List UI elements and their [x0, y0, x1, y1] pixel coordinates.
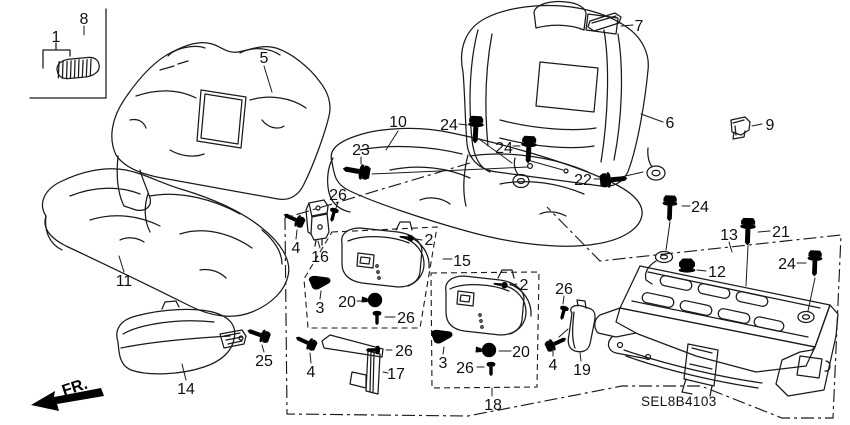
- callout-26-e[interactable]: 26: [555, 281, 573, 298]
- callout-8[interactable]: 8: [80, 11, 89, 28]
- callout-23[interactable]: 23: [352, 142, 370, 159]
- fr-arrow-icon: [31, 388, 104, 411]
- callout-11[interactable]: 11: [116, 273, 133, 290]
- callout-17[interactable]: 17: [387, 366, 405, 383]
- callout-6[interactable]: 6: [666, 115, 675, 132]
- callout-16[interactable]: 16: [311, 249, 329, 266]
- callout-24-d[interactable]: 24: [778, 256, 796, 273]
- part-7-trim-strip: [587, 12, 622, 32]
- part-3-hook-a: [308, 273, 332, 291]
- part-1-spring-clip-set: [31, 42, 100, 89]
- part-12-nut: [678, 258, 696, 273]
- callout-26-b[interactable]: 26: [397, 310, 415, 327]
- callout-26-c[interactable]: 26: [395, 343, 413, 360]
- callout-5[interactable]: 5: [260, 50, 269, 67]
- callout-4-b[interactable]: 4: [307, 364, 316, 381]
- part-24-bolt-b: [520, 135, 538, 164]
- part-8-clip: [75, 34, 96, 54]
- part-13-seat-frame: [594, 250, 839, 397]
- part-19-pad: [567, 299, 596, 353]
- callout-24-b[interactable]: 24: [495, 140, 513, 157]
- part-24-bolt-c: [661, 195, 678, 222]
- callout-9[interactable]: 9: [766, 117, 775, 134]
- leader-lines: [83, 24, 816, 397]
- part-17-bracket-plate: [321, 334, 384, 395]
- part-21-bolt: [739, 217, 757, 246]
- callout-22[interactable]: 22: [574, 172, 592, 189]
- callout-15[interactable]: 15: [453, 253, 471, 270]
- part-4-bolt-c: [543, 332, 569, 354]
- part-26-screw-e: [557, 304, 570, 321]
- callout-25[interactable]: 25: [255, 353, 273, 370]
- part-4-bolt-b: [293, 331, 319, 353]
- callout-20-a[interactable]: 20: [338, 294, 356, 311]
- part-24-bolt-d: [806, 250, 823, 277]
- callout-19[interactable]: 19: [573, 362, 591, 379]
- callout-13[interactable]: 13: [720, 227, 738, 244]
- callout-10[interactable]: 10: [389, 114, 407, 131]
- callout-1[interactable]: 1: [52, 29, 61, 46]
- part-6-seat-back-cover: [460, 0, 666, 189]
- group-boundaries: [284, 162, 842, 419]
- callout-14[interactable]: 14: [177, 381, 195, 398]
- part-26-screw-b: [372, 310, 382, 326]
- part-15-armrest-lid: [341, 221, 430, 288]
- callout-21[interactable]: 21: [772, 224, 790, 241]
- armrest-group-boundary: [284, 162, 842, 419]
- kit-box-15: [303, 226, 438, 329]
- part-20-latch-b: [475, 342, 497, 358]
- part-14-armrest: [116, 300, 247, 375]
- part-26-screw-a: [327, 206, 340, 223]
- kit-box-18: [430, 271, 540, 389]
- part-10-seat-cushion-center: [326, 127, 643, 247]
- part-20-latch-a: [361, 292, 383, 308]
- part-23-bolt: [341, 160, 372, 182]
- part-3-hook-b: [430, 327, 454, 345]
- part-25-bolt: [245, 324, 272, 345]
- part-9-clip: [730, 116, 751, 140]
- callout-24-a[interactable]: 24: [440, 117, 458, 134]
- callout-26-d[interactable]: 26: [456, 360, 474, 377]
- detail-box-corner: [29, 8, 107, 99]
- part-22-bolt: [599, 170, 629, 189]
- callout-3-a[interactable]: 3: [316, 300, 325, 317]
- callout-20-b[interactable]: 20: [512, 344, 530, 361]
- diagram-code: SEL8B4103: [641, 394, 717, 409]
- callouts: 1 8 5 7 6 9 10 23 24 24 22 24 21 13 24 1…: [52, 11, 796, 414]
- callout-12[interactable]: 12: [708, 264, 726, 281]
- fr-direction-indicator: FR.: [31, 376, 104, 411]
- part-5-seat-back-cover: [111, 41, 331, 212]
- callout-7[interactable]: 7: [635, 18, 644, 35]
- part-18-armrest-lid: [445, 269, 532, 336]
- callout-2-a[interactable]: 2: [425, 232, 434, 249]
- callout-2-b[interactable]: 2: [520, 277, 529, 294]
- callout-24-c[interactable]: 24: [691, 199, 709, 216]
- callout-18[interactable]: 18: [484, 397, 502, 414]
- callout-26-a[interactable]: 26: [329, 187, 347, 204]
- callout-4-a[interactable]: 4: [292, 240, 301, 257]
- part-26-screw-d: [486, 361, 496, 377]
- part-11-seat-cushion: [41, 168, 290, 317]
- callout-3-b[interactable]: 3: [439, 355, 448, 372]
- callout-4-c[interactable]: 4: [549, 357, 558, 374]
- part-16-hinge-bracket: [305, 199, 330, 247]
